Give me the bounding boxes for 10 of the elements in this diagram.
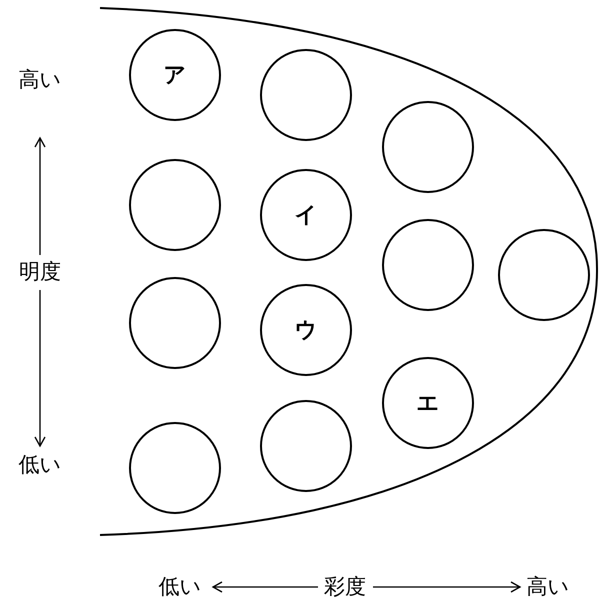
circle-label: エ — [416, 390, 440, 418]
axis-label: 低い — [158, 576, 202, 598]
axis-label: 高い — [18, 70, 62, 90]
axis-label: 彩度 — [324, 576, 366, 598]
axis-label: 低い — [18, 454, 62, 476]
axis-label: 明度 — [19, 262, 61, 282]
circle-label: イ — [294, 202, 318, 230]
circle-label: ア — [164, 62, 186, 90]
axis-label: 高い — [526, 576, 570, 598]
circle-label: ウ — [294, 316, 318, 344]
